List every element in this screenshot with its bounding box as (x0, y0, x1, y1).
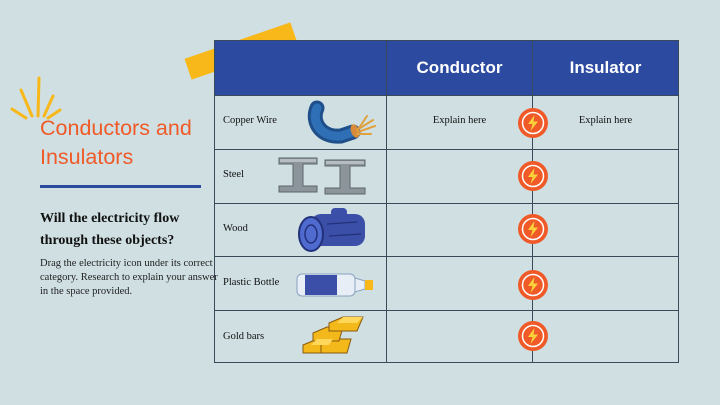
electricity-bolt-icon[interactable] (518, 161, 548, 191)
row-divider (215, 310, 678, 311)
electricity-bolt-icon[interactable] (518, 270, 548, 300)
copper-wire-icon (307, 100, 376, 144)
electricity-bolt-icon[interactable] (518, 321, 548, 351)
row-label-steel: Steel (223, 169, 244, 180)
electricity-bolt-icon[interactable] (518, 108, 548, 138)
row-divider (215, 149, 678, 150)
row-label-copper-wire: Copper Wire (223, 115, 277, 126)
header-insulator: Insulator (569, 58, 642, 77)
title-underline (40, 185, 201, 188)
row-label-gold-bars: Gold bars (223, 331, 265, 342)
classification-table: Conductor Insulator Copper Wire Steel Wo… (214, 40, 679, 363)
row-divider (215, 203, 678, 204)
row-divider (215, 95, 678, 96)
sparkle-lines-icon (10, 76, 62, 120)
wood-log-icon (298, 208, 365, 252)
insulator-explain-copper[interactable]: Explain here (578, 115, 633, 126)
steel-beams-icon (278, 157, 366, 195)
row-label-wood: Wood (223, 223, 248, 234)
row-divider (215, 256, 678, 257)
gold-bars-icon (302, 316, 364, 354)
instructions-text: Drag the electricity icon under its corr… (40, 258, 218, 297)
conductor-explain-copper[interactable]: Explain here (432, 115, 487, 126)
subtitle-question: Will the electricity flow through these … (40, 211, 180, 248)
column-divider (386, 41, 387, 362)
header-conductor: Conductor (416, 58, 503, 77)
page-title: Conductors and Insulators (40, 116, 192, 169)
column-divider (532, 41, 533, 362)
plastic-bottle-icon (296, 273, 373, 297)
electricity-bolt-icon[interactable] (518, 214, 548, 244)
header-cell-blank (215, 41, 386, 95)
table-header-row: Conductor Insulator (215, 41, 678, 95)
row-label-plastic-bottle: Plastic Bottle (223, 277, 280, 288)
